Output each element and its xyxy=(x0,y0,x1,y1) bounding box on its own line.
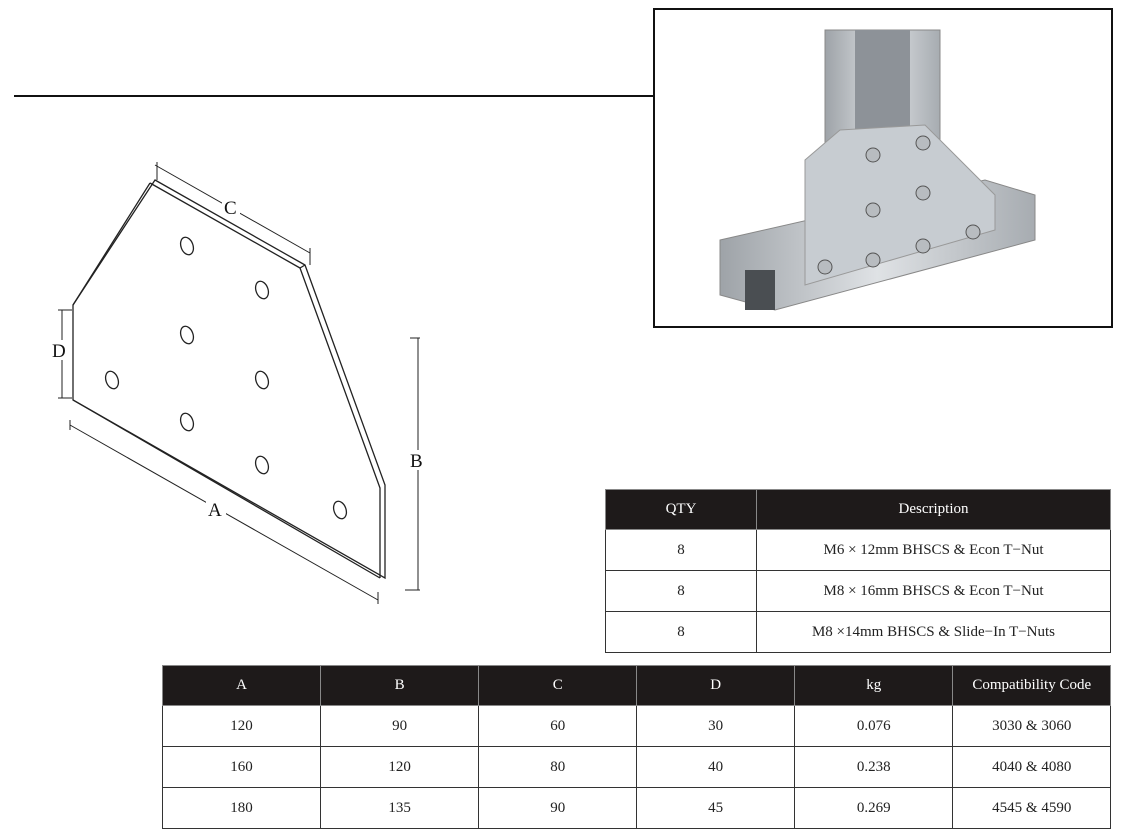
cell: 8 xyxy=(605,611,757,653)
product-photo xyxy=(653,8,1113,328)
column-header: C xyxy=(478,665,638,706)
cell: M8 × 16mm BHSCS & Econ T−Nut xyxy=(756,570,1111,612)
table-header-row: QTY Description xyxy=(605,489,1111,530)
dim-label-c: C xyxy=(224,198,237,219)
cell: 4040 & 4080 xyxy=(952,746,1111,788)
cell: 160 xyxy=(161,746,322,788)
cell: 180 xyxy=(161,787,322,829)
cell: 90 xyxy=(320,705,480,747)
column-header: Compatibility Code xyxy=(952,665,1111,706)
cell: M8 ×14mm BHSCS & Slide−In T−Nuts xyxy=(756,611,1111,653)
cell: 90 xyxy=(478,787,638,829)
cell: 4545 & 4590 xyxy=(952,787,1111,829)
column-header: B xyxy=(320,665,480,706)
cell: 120 xyxy=(320,746,480,788)
header-divider xyxy=(14,95,654,97)
cell: 135 xyxy=(320,787,480,829)
column-header: kg xyxy=(794,665,954,706)
plate-technical-drawing: C D B A xyxy=(50,162,428,604)
cell: 120 xyxy=(161,705,322,747)
cell: 45 xyxy=(636,787,796,829)
cell: 80 xyxy=(478,746,638,788)
column-header: QTY xyxy=(605,489,757,530)
dim-label-a: A xyxy=(208,500,222,521)
cell: 0.269 xyxy=(794,787,954,829)
cell: 0.076 xyxy=(794,705,954,747)
cell: M6 × 12mm BHSCS & Econ T−Nut xyxy=(756,529,1111,571)
cell: 0.238 xyxy=(794,746,954,788)
cell: 60 xyxy=(478,705,638,747)
column-header: D xyxy=(636,665,796,706)
cell: 40 xyxy=(636,746,796,788)
cell: 30 xyxy=(636,705,796,747)
column-header: A xyxy=(161,665,322,706)
plate-outline xyxy=(72,179,386,580)
mounting-holes xyxy=(104,236,348,520)
column-header: Description xyxy=(756,489,1111,530)
cell: 3030 & 3060 xyxy=(952,705,1111,747)
dim-label-d: D xyxy=(52,341,66,362)
cell: 8 xyxy=(605,570,757,612)
cell: 8 xyxy=(605,529,757,571)
dim-label-b: B xyxy=(410,451,423,472)
